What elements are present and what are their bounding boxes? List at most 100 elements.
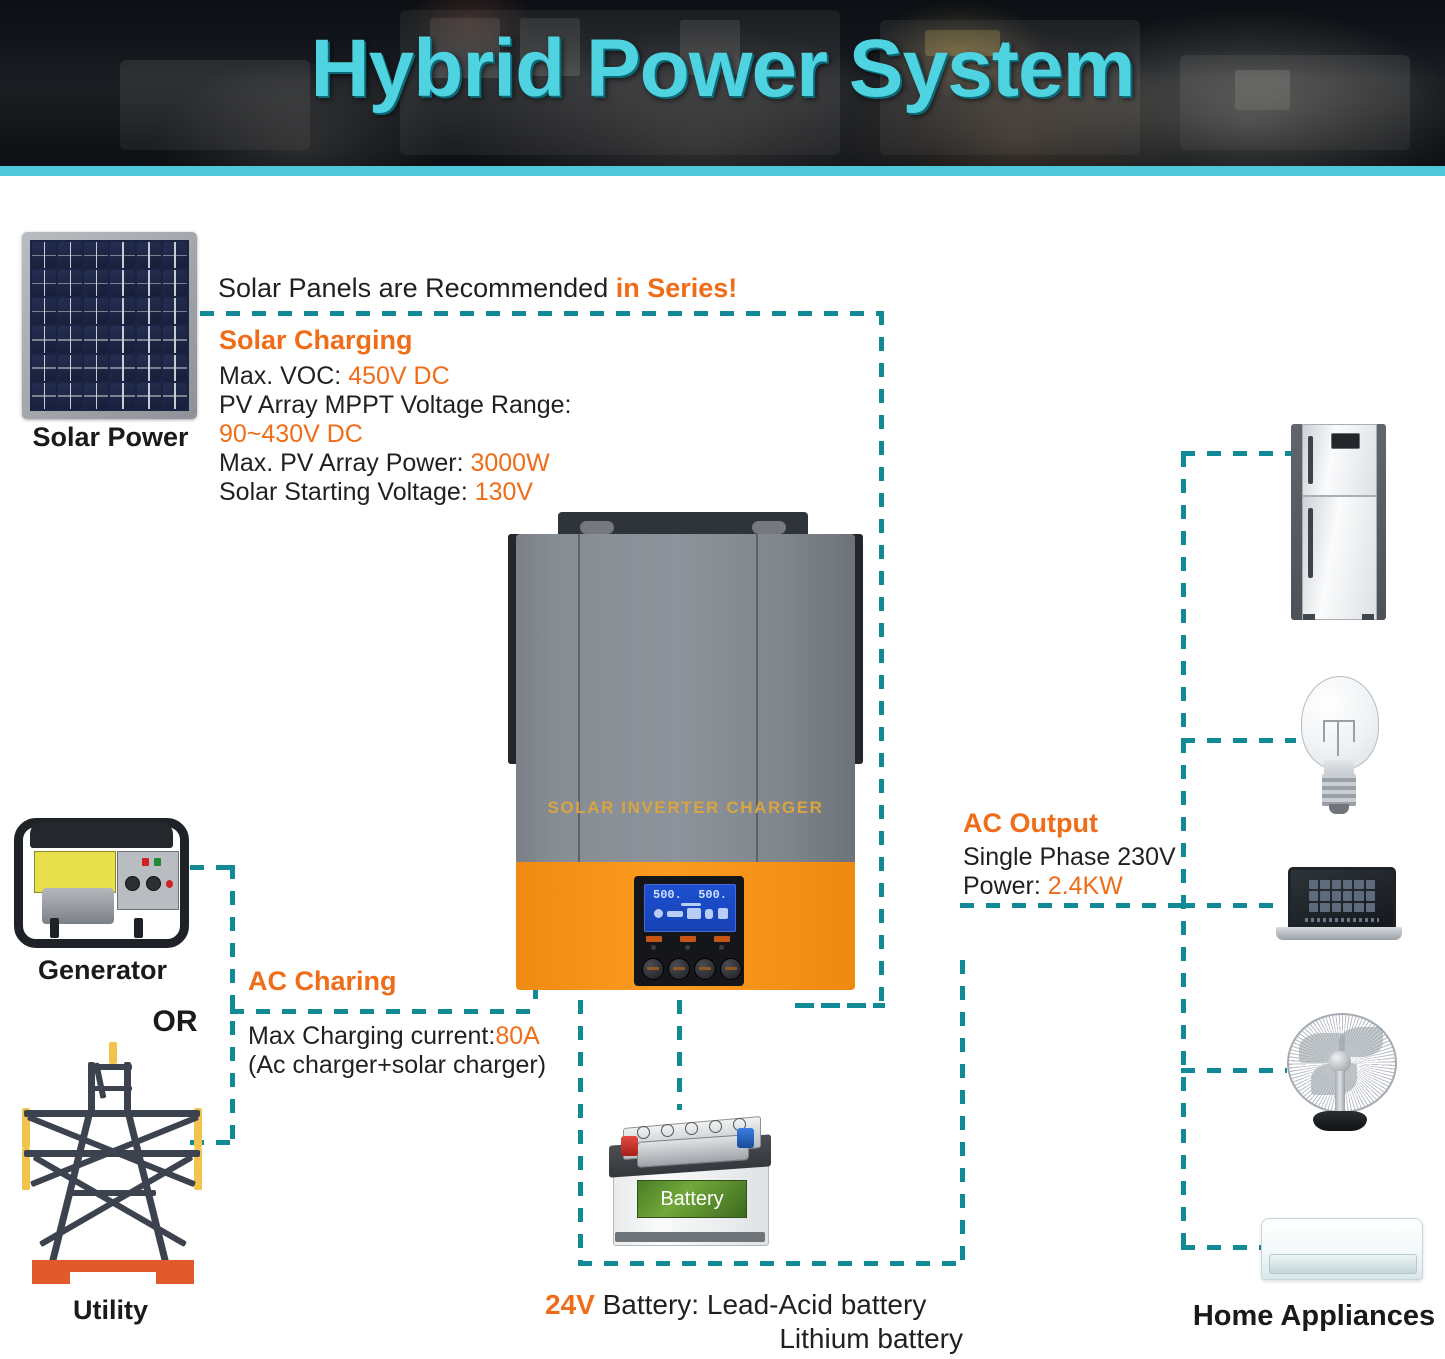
ac-output-power-row: Power: 2.4KW	[963, 872, 1263, 901]
inverter-lcd-display: 500. 500.	[644, 884, 736, 932]
solar-series-note-prefix: Solar Panels are Recommended	[218, 273, 616, 303]
spec-label: Solar Starting Voltage:	[219, 478, 475, 506]
battery-voltage: 24V	[545, 1289, 595, 1320]
lcd-left-value: 500.	[653, 888, 682, 902]
ac-charging-current-row: Max Charging current:80A	[248, 1022, 728, 1051]
battery-graphic: Battery	[605, 1110, 775, 1250]
lcd-load-icon	[718, 908, 728, 919]
ac-source-bus-vertical	[230, 865, 235, 1145]
inverter-bottom-link	[795, 1003, 885, 1008]
spec-value: 3000W	[470, 449, 550, 477]
solar-series-note-highlight: in Series!	[615, 273, 738, 303]
ac-charging-title: AC Charing	[248, 966, 397, 996]
inverter-lower-body: 500. 500.	[516, 862, 855, 990]
fridge-lower-door	[1302, 496, 1377, 620]
inverter-button-3[interactable]	[694, 958, 716, 980]
spec-value: 450V DC	[348, 362, 450, 390]
led-indicator-3	[714, 936, 730, 942]
utility-tower-graphic	[18, 1042, 208, 1292]
branch-fan	[1181, 1068, 1287, 1073]
spec-value: 130V	[474, 478, 534, 506]
branch-light-bulb	[1181, 738, 1296, 743]
ac-charging-current-value: 80A	[495, 1022, 540, 1050]
utility-caption: Utility	[72, 1295, 148, 1325]
solar-charging-title: Solar Charging	[219, 325, 413, 355]
home-appliances-caption: Home Appliances	[1192, 1300, 1436, 1332]
spec-row-max-voc: Max. VOC: 450V DC	[219, 362, 699, 391]
battery-loop-left	[578, 1000, 583, 1265]
lcd-bar-icon	[681, 903, 701, 906]
inverter-control-panel[interactable]: 500. 500.	[634, 876, 744, 986]
battery-loop-right	[960, 960, 965, 1265]
laptop-icon-grid	[1309, 880, 1375, 912]
spec-value: 90~430V DC	[219, 420, 363, 448]
spec-row-mppt-value: 90~430V DC	[219, 420, 699, 449]
spec-label: Max. VOC:	[219, 362, 349, 390]
refrigerator-graphic	[1291, 424, 1386, 620]
battery-caption-rest: Battery: Lead-Acid battery	[594, 1289, 927, 1320]
spec-label: Max. PV Array Power:	[219, 449, 471, 477]
ac-output-phase: Single Phase 230V	[963, 843, 1176, 871]
generator-branch-line	[190, 865, 235, 870]
or-label: OR	[152, 1005, 198, 1038]
battery-caption: 24V Battery: Lead-Acid battery Lithium b…	[545, 1288, 1015, 1356]
battery-negative-terminal	[737, 1128, 754, 1148]
solar-panel-graphic	[22, 232, 197, 419]
ac-output-title: AC Output	[963, 808, 1098, 838]
battery-positive-terminal	[621, 1136, 638, 1156]
battery-caption-line2: Lithium battery	[779, 1323, 963, 1354]
generator-graphic	[14, 818, 189, 948]
lcd-right-value: 500.	[698, 888, 727, 902]
battery-graphic-label: Battery	[660, 1188, 724, 1210]
inverter-brand-text: SOLAR INVERTER CHARGER	[547, 798, 824, 817]
laptop-graphic	[1276, 867, 1402, 949]
light-bulb-graphic	[1296, 676, 1382, 816]
spec-row-starting-voltage: Solar Starting Voltage: 130V	[219, 478, 699, 507]
ac-charging-line-to-inverter	[533, 985, 538, 1011]
led-indicator-1	[646, 936, 662, 942]
header-accent-strip	[0, 166, 1445, 176]
ac-output-line	[960, 903, 1185, 908]
generator-fuel-tank	[34, 851, 116, 893]
inverter-button-1[interactable]	[642, 958, 664, 980]
air-conditioner-graphic	[1261, 1218, 1423, 1280]
spec-row-mppt-range: PV Array MPPT Voltage Range:	[219, 391, 699, 420]
header-overlay	[0, 0, 1445, 176]
inverter-button-4[interactable]	[720, 958, 742, 980]
ac-output-power-label: Power:	[963, 872, 1048, 900]
lcd-inverter-icon	[687, 908, 701, 919]
ac-charging-current-label: Max Charging current:	[248, 1022, 496, 1050]
solar-panel-cells	[30, 240, 189, 411]
spec-label: PV Array MPPT Voltage Range:	[219, 391, 572, 419]
lcd-solar-icon	[654, 909, 663, 918]
inverter-button-2[interactable]	[668, 958, 690, 980]
ac-charging-specs: Max Charging current:80A (Ac charger+sol…	[248, 1022, 728, 1080]
branch-refrigerator	[1181, 451, 1293, 456]
ac-output-power-value: 2.4KW	[1047, 872, 1123, 900]
generator-caption: Generator	[37, 955, 168, 985]
solar-series-note: Solar Panels are Recommended in Series!	[218, 273, 838, 304]
spec-row-array-power: Max. PV Array Power: 3000W	[219, 449, 699, 478]
led-indicator-2	[680, 936, 696, 942]
ac-charging-line	[230, 1009, 537, 1014]
branch-air-conditioner	[1181, 1245, 1263, 1250]
lcd-flow-icon	[667, 911, 683, 917]
utility-branch-line	[190, 1140, 235, 1145]
inverter-upper-body: SOLAR INVERTER CHARGER	[516, 534, 855, 862]
solar-charging-specs: Max. VOC: 450V DC PV Array MPPT Voltage …	[219, 362, 699, 507]
electric-fan-graphic	[1285, 1013, 1397, 1138]
battery-label-plate: Battery	[637, 1180, 747, 1218]
battery-caption-line1: 24V Battery: Lead-Acid battery	[545, 1288, 1015, 1322]
solar-line-horizontal	[200, 311, 884, 316]
battery-stub-vertical	[677, 1000, 682, 1110]
solar-line-vertical	[879, 311, 884, 1007]
lcd-battery-icon	[705, 909, 713, 919]
battery-loop-bottom	[578, 1261, 965, 1266]
page-title: Hybrid Power System	[310, 23, 1135, 114]
generator-control-panel	[117, 851, 179, 910]
appliance-bus-vertical	[1181, 453, 1186, 1248]
header-banner: Hybrid Power System	[0, 0, 1445, 176]
branch-laptop	[1181, 903, 1278, 908]
ac-charging-note: (Ac charger+solar charger)	[248, 1051, 547, 1079]
